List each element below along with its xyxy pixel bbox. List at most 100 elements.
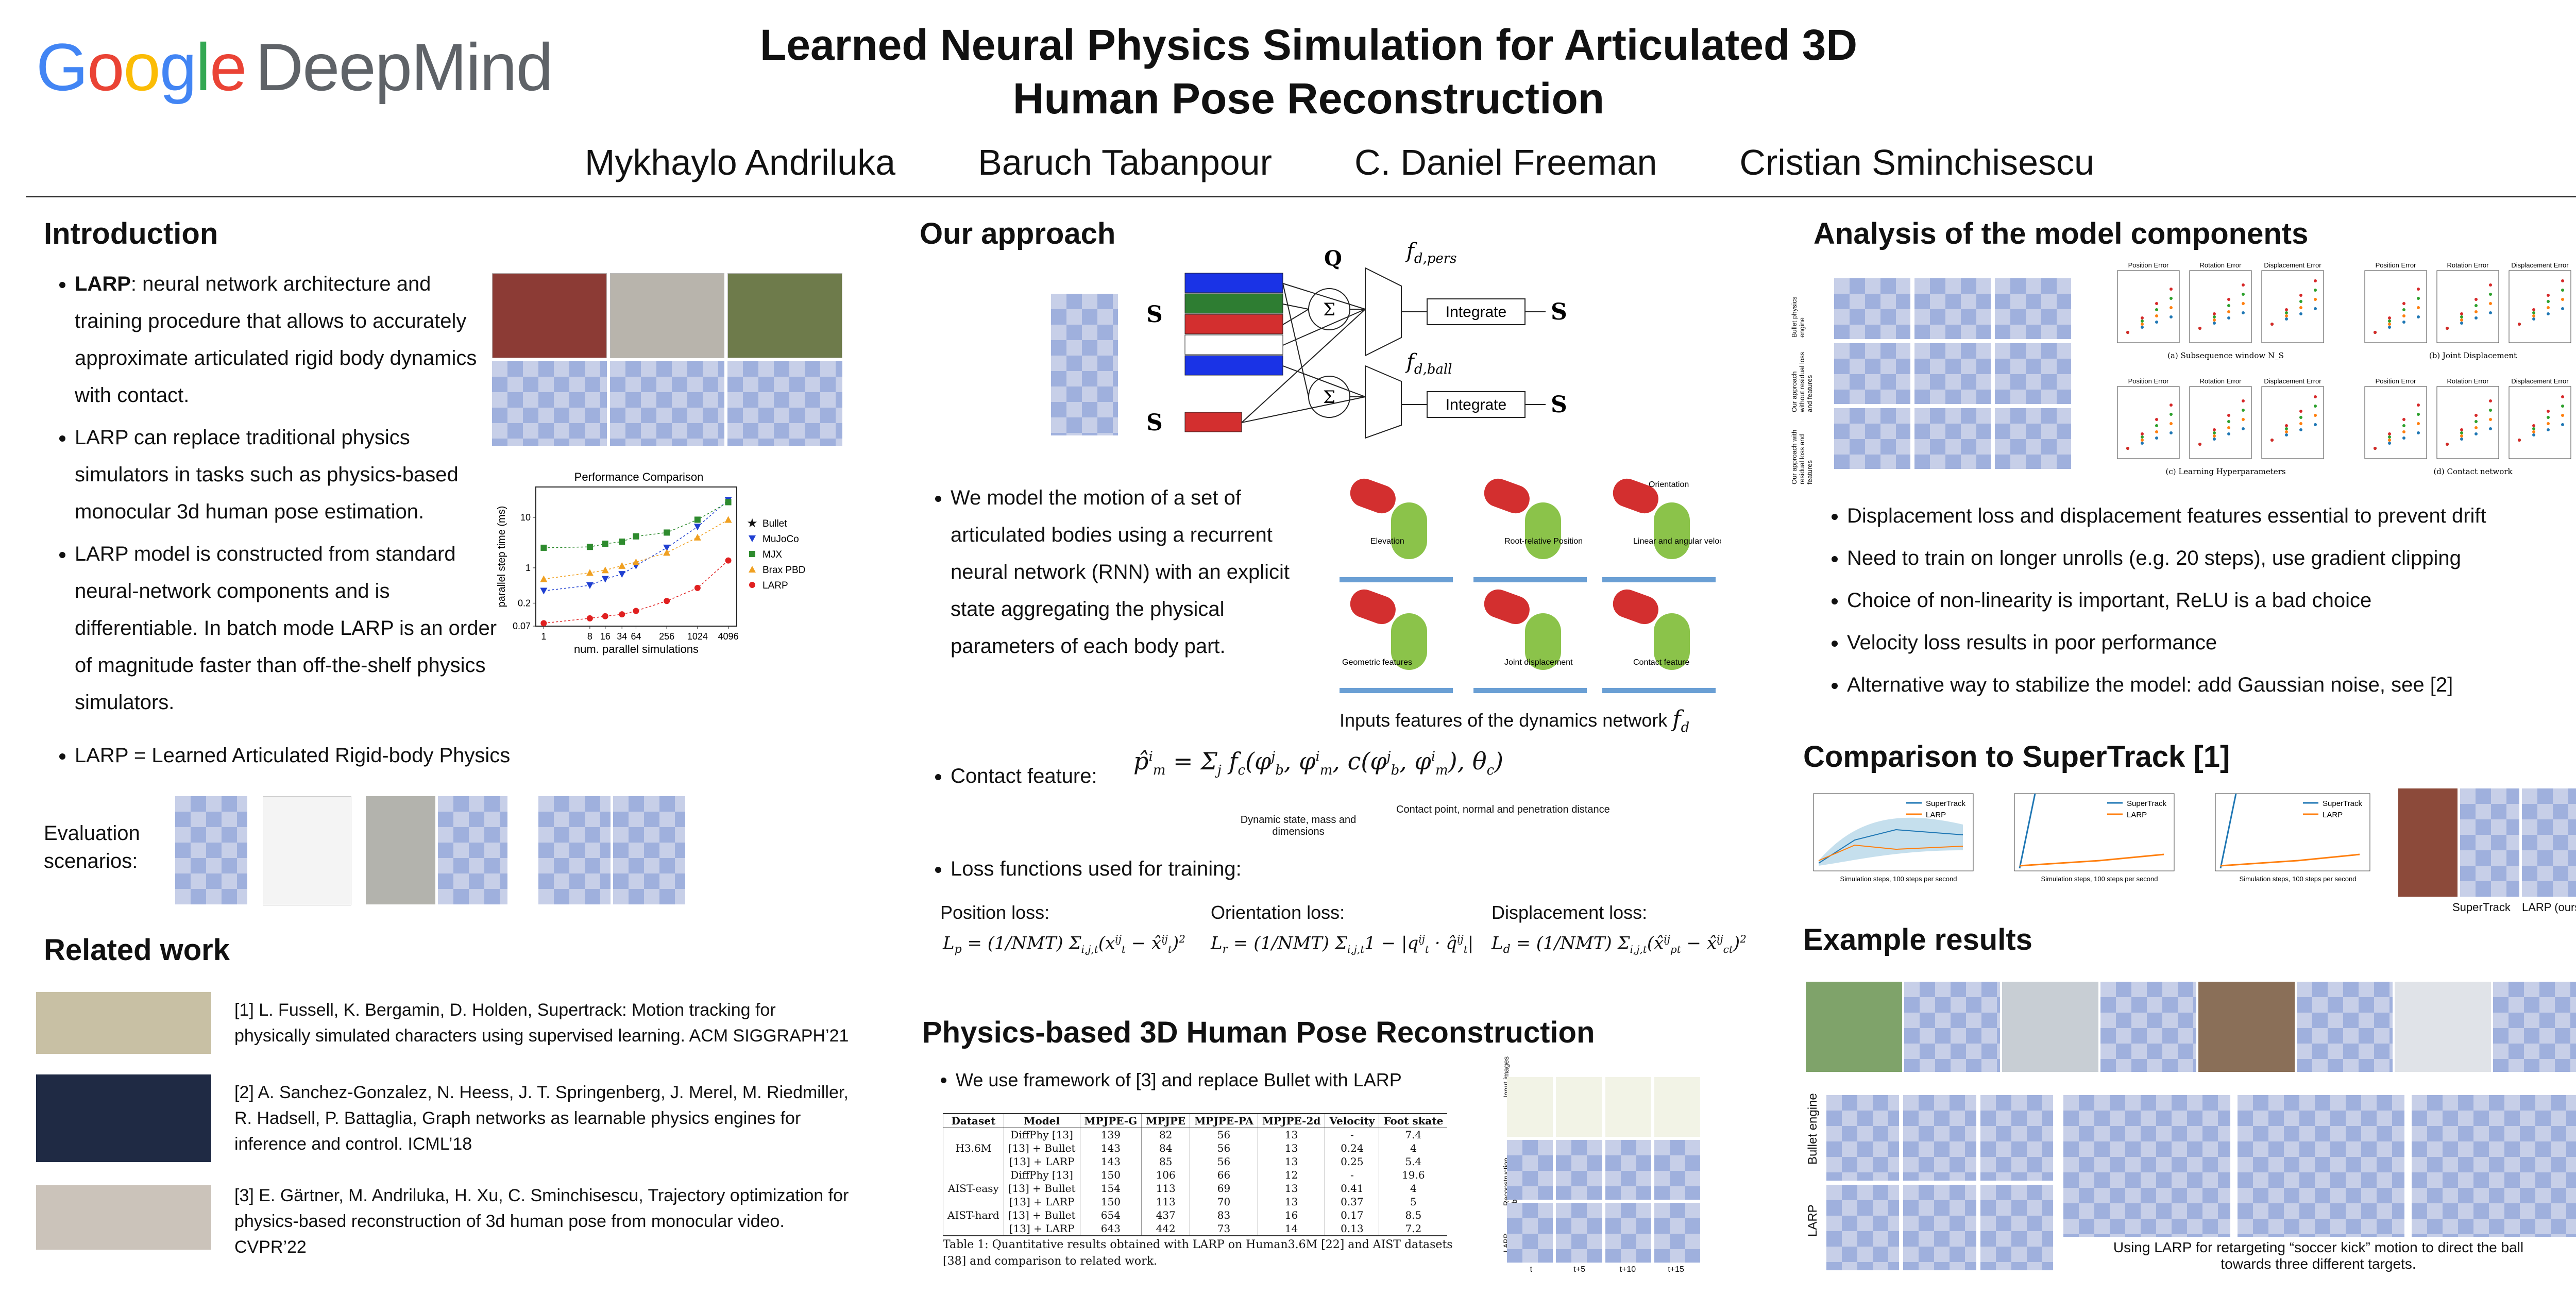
chart-title: Performance Comparison [574, 470, 704, 483]
x-tick-label: 4096 [718, 631, 739, 642]
mini-point [2402, 418, 2405, 421]
row-label: Our approach without residual loss and f… [1790, 351, 1814, 412]
pose-bullet: We use framework of [3] and replace Bull… [956, 1069, 1402, 1091]
x-axis-label: Simulation steps, 100 steps per second [2041, 875, 2158, 883]
table-caption: Table 1: Quantitative results obtained w… [943, 1238, 1453, 1268]
mini-plot-frame [2364, 270, 2427, 343]
point-LARP [694, 584, 701, 591]
render [1903, 1095, 1976, 1181]
larp-render [2522, 788, 2576, 897]
body-part-red [1484, 478, 1530, 514]
point-MJX [586, 544, 593, 550]
mini-point [2170, 431, 2173, 434]
position-loss-label: Position loss: [940, 902, 1050, 923]
larp-line [1818, 844, 1963, 861]
logo-google: Google [36, 29, 247, 105]
legend-label: MuJoCo [762, 534, 799, 545]
table-cell: 139 [1079, 1128, 1142, 1141]
mini-plot-title: Rotation Error [2200, 261, 2242, 269]
feature-caption-text: Inputs features of the dynamics network [1340, 710, 1668, 731]
plot-frame [535, 486, 737, 627]
mini-point [2547, 422, 2550, 425]
mini-point [2299, 410, 2302, 413]
table-header: Velocity [1325, 1113, 1379, 1128]
table-cell: 70 [1190, 1195, 1258, 1208]
mini-point [2475, 432, 2478, 435]
table-cell [943, 1168, 1004, 1182]
state-person-label: S [1146, 301, 1163, 328]
sum-symbol: Σ [1323, 299, 1335, 320]
table-cell: 14 [1257, 1222, 1325, 1236]
table-header: MPJPE [1141, 1113, 1190, 1128]
legend-label: Brax PBD [762, 565, 805, 576]
mini-point [2388, 439, 2391, 442]
displacement-loss-equation: Ld = (1/NMT) Σi,j,t(x̂ijpt − x̂ijct)2 [1492, 933, 1747, 956]
mini-point [2532, 424, 2535, 427]
table-cell: [13] + LARP [1003, 1155, 1080, 1168]
mini-point [2141, 442, 2144, 445]
body-part-green [1391, 502, 1427, 559]
point-LARP [586, 615, 593, 621]
mini-point [2141, 326, 2144, 329]
table-cell: 82 [1141, 1128, 1190, 1141]
mini-point [2402, 314, 2405, 317]
sub-caption: (b) Joint Displacement [2429, 351, 2517, 360]
mini-point [2402, 308, 2405, 311]
body-part-red [1350, 478, 1396, 514]
legend-label: SuperTrack [2323, 799, 2362, 808]
body-part-green [1654, 613, 1690, 670]
eval-image [538, 796, 611, 904]
ground-plane [1602, 688, 1716, 693]
mini-plot-frame [2189, 386, 2252, 459]
legend-label: Bullet [762, 518, 787, 529]
mini-point [2489, 311, 2492, 314]
body-part-green [1525, 502, 1561, 559]
sub-caption: (c) Learning Hyperparameters [2165, 467, 2285, 476]
mini-point [2417, 315, 2420, 318]
state-row [1184, 293, 1283, 314]
x-tick-label: 256 [659, 631, 674, 642]
mini-point [2285, 308, 2288, 311]
legend-label: SuperTrack [2127, 799, 2166, 808]
supertrack-photo [2398, 788, 2458, 897]
input-frame [1507, 1077, 1553, 1137]
point-LARP [602, 613, 608, 619]
mini-point [2475, 426, 2478, 429]
table-cell: [13] + LARP [1003, 1195, 1080, 1208]
supertrack-label: SuperTrack [2452, 901, 2511, 914]
y-tick-label: 0.07 [513, 621, 531, 631]
mini-point [2213, 431, 2216, 434]
mini-point [2285, 424, 2288, 427]
legend-label: LARP [2323, 811, 2343, 819]
mini-plot-frame [2509, 386, 2571, 459]
mini-point [2374, 447, 2377, 450]
integrate-box-pers [1427, 298, 1526, 325]
mini-point [2198, 327, 2201, 330]
related-image [36, 992, 211, 1054]
legend-marker [749, 566, 756, 573]
mini-point [2227, 426, 2230, 429]
table-cell: 4 [1379, 1182, 1448, 1195]
author: Cristian Sminchisescu [1739, 142, 2094, 182]
table-cell: 106 [1141, 1168, 1190, 1182]
row-label: Bullet physics engine [1790, 296, 1806, 338]
annotation-left: Dynamic state, mass and dimensions [1240, 814, 1357, 837]
render [2100, 982, 2196, 1072]
mini-point [2227, 432, 2230, 435]
table-cell [943, 1222, 1004, 1236]
mini-plot-frame [2189, 270, 2252, 343]
table-cell: 13 [1257, 1195, 1325, 1208]
legend-marker [749, 551, 755, 557]
table-cell [943, 1128, 1004, 1141]
table-cell: 83 [1190, 1208, 1258, 1222]
integrate-box-ball [1427, 391, 1526, 418]
state-row [1184, 355, 1283, 376]
point-LARP [619, 611, 625, 618]
analysis-frame [1914, 278, 1991, 339]
pose-grid-col-labels: t t+5 t+10 t+15 [1507, 1265, 1700, 1274]
mini-point [2547, 306, 2550, 309]
pose-bullet-wrap: We use framework of [3] and replace Bull… [935, 1069, 1402, 1091]
